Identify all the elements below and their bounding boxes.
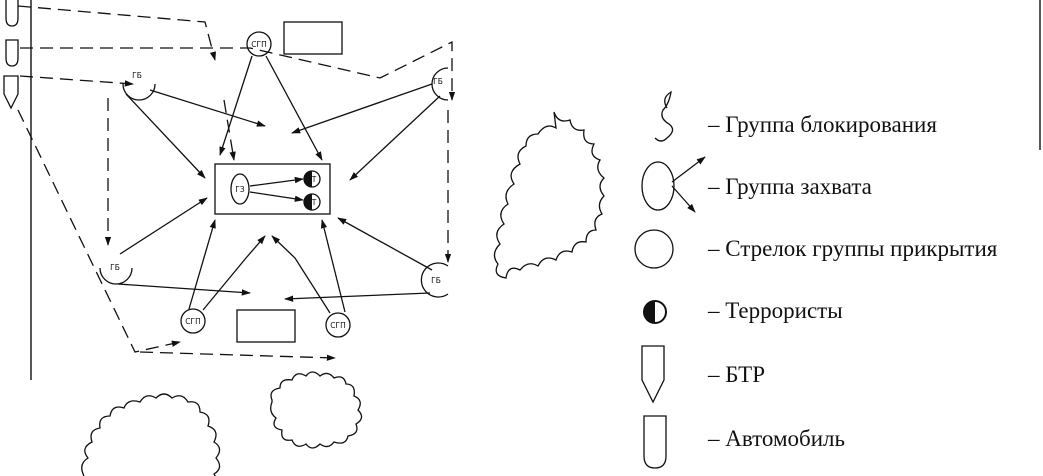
car-icon [5, 0, 19, 27]
blocking-group-marker: ГБ [420, 262, 449, 298]
legend-item-apc: – БТР [641, 345, 765, 404]
terrorist-label: Т [311, 198, 317, 207]
apc-icon [3, 75, 19, 110]
blocking-group-label: ГБ [110, 263, 120, 272]
legend-label-cover-shooter: – Стрелок группы прикрытия [707, 236, 998, 261]
blocking-group-marker: ГБ [431, 67, 449, 101]
legend-label-terrorists: – Террористы [707, 298, 843, 323]
blocking-group-icon [654, 90, 674, 142]
capture-group-marker: ГЗ [230, 173, 250, 205]
terrorist-label: Т [311, 175, 317, 184]
legend-label-apc: – БТР [707, 362, 765, 387]
approach-routes [17, 5, 456, 361]
legend-label-capture-group: – Группа захвата [707, 174, 872, 199]
cover-group-label: СГП [251, 40, 266, 49]
legend-item-capture-group: – Группа захвата [641, 156, 872, 213]
cover-group-label: СГП [330, 321, 345, 330]
building [283, 21, 343, 55]
blocking-group-marker: ГБ [99, 263, 133, 285]
legend-item-car: – Автомобиль [643, 415, 845, 469]
legend-label-blocking-group: – Группа блокирования [707, 112, 937, 137]
terrorist-marker: Т [303, 170, 321, 188]
legend: – Группа блокирования – Группа захвата –… [634, 90, 998, 469]
cover-shooter-marker: СГП [325, 312, 351, 338]
car-icon [5, 39, 19, 67]
blocking-group-label: ГБ [431, 276, 441, 285]
movement-arrows [117, 55, 441, 314]
building [236, 309, 296, 343]
car-icon [643, 415, 667, 469]
blocking-group-label: ГБ [433, 77, 443, 86]
capture-group-icon [641, 156, 706, 213]
legend-item-cover-shooter: – Стрелок группы прикрытия [634, 229, 998, 269]
legend-label-car: – Автомобиль [707, 426, 845, 451]
legend-item-terrorists: – Террористы [643, 298, 843, 324]
cover-shooter-marker: СГП [180, 308, 206, 334]
cover-shooter-icon [634, 229, 674, 269]
cover-group-label: СГП [185, 317, 200, 326]
bush-shape [270, 371, 363, 449]
blocking-group-marker: ГБ [122, 71, 156, 101]
target-building [214, 163, 331, 215]
bush-shape [493, 111, 605, 279]
bush-shape [81, 393, 221, 476]
blocking-group-label: ГБ [132, 71, 142, 80]
cover-shooter-marker: СГП [246, 31, 272, 57]
terrorist-icon [643, 300, 667, 324]
terrorist-marker: Т [303, 193, 321, 211]
legend-item-blocking-group: – Группа блокирования [654, 90, 937, 142]
apc-icon [641, 345, 665, 404]
capture-group-label: ГЗ [235, 185, 245, 194]
